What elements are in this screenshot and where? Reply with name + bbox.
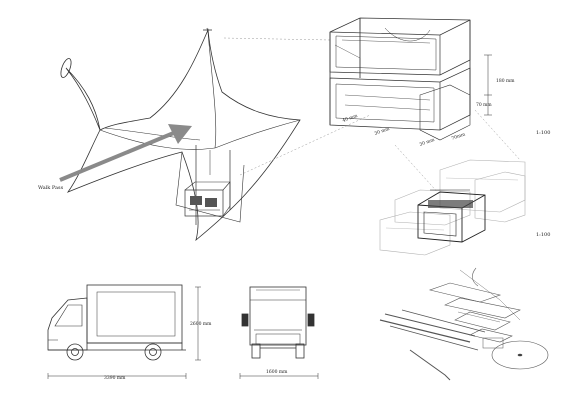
tensile-canopy xyxy=(60,27,301,242)
frame-module-top xyxy=(329,17,471,141)
scale-mid-label: 1:100 xyxy=(536,232,550,238)
frame-highlight-mid xyxy=(417,189,486,243)
dim-40-label: 40 mm xyxy=(342,113,359,124)
dim-30a-label: 30 mm xyxy=(374,126,391,137)
truck-side-view xyxy=(47,284,186,361)
truck-width-dimension xyxy=(239,373,319,379)
flat-pack-parts xyxy=(379,269,549,381)
truck-dimensions xyxy=(47,286,201,379)
dim-70-label: 70 mm xyxy=(476,102,492,108)
dimension-lines-top xyxy=(484,54,492,116)
dim-30b-label: 30 mm xyxy=(419,137,436,148)
truck-rear-view xyxy=(241,286,315,359)
walk-pass-arrow xyxy=(59,124,192,182)
projection-lines xyxy=(223,37,521,196)
truck-width-label: 1600 mm xyxy=(266,369,288,375)
truck-length-label: 3390 mm xyxy=(104,375,126,381)
scale-top-label: 1:100 xyxy=(536,130,550,136)
dim-180-label: 180 mm xyxy=(496,78,515,84)
rotation-arrow xyxy=(472,267,479,287)
walk-pass-label: Walk Pass xyxy=(38,185,64,191)
dim-70b-label: 70mm xyxy=(451,131,467,142)
truck-height-label: 2600 mm xyxy=(190,321,212,327)
